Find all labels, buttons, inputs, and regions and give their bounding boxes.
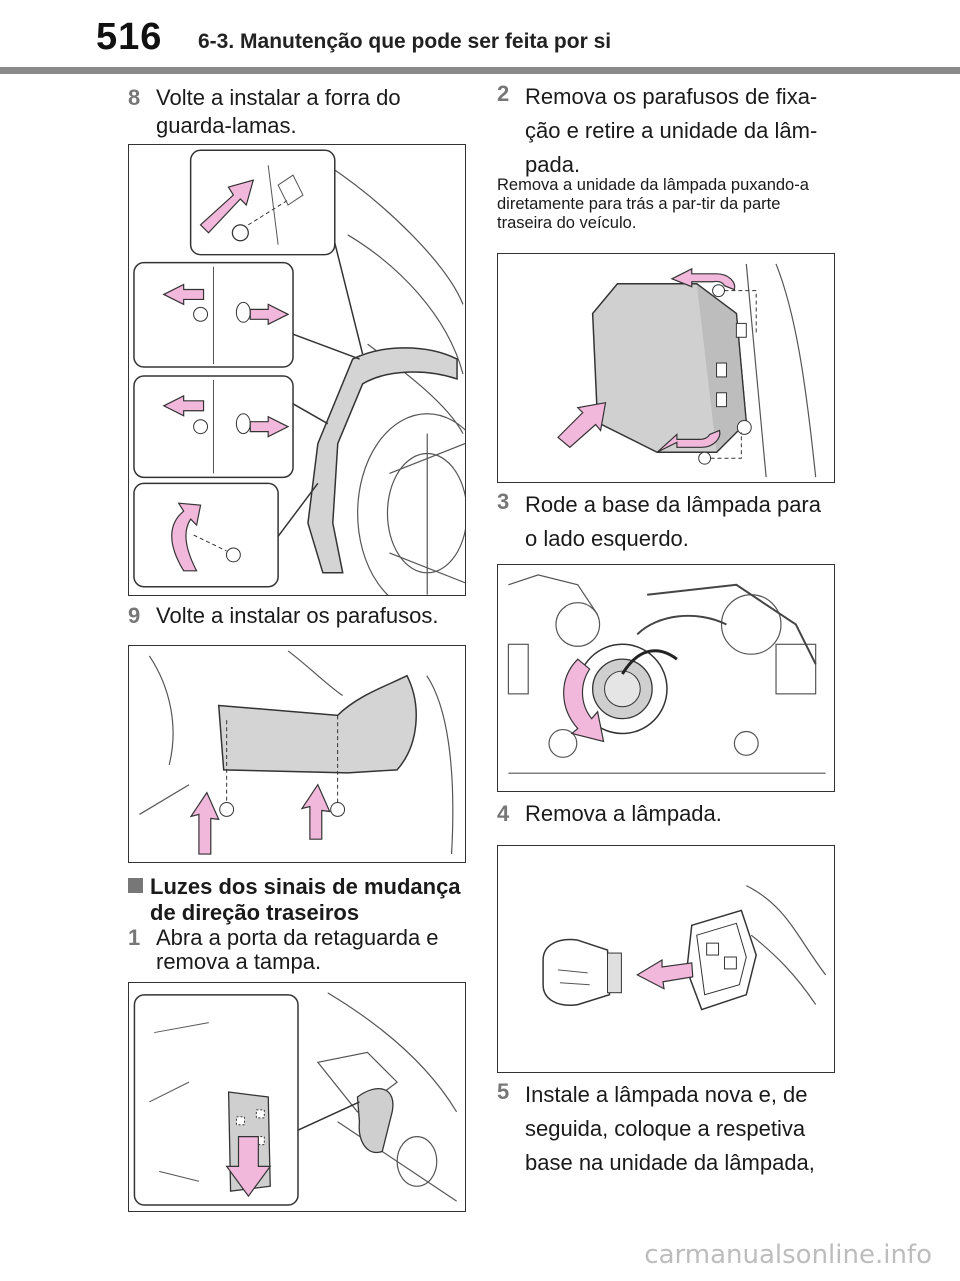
step-number: 3	[497, 489, 510, 514]
step-2: 2 Remova os parafusos de fixa-ção e reti…	[497, 80, 827, 182]
screws-illustration	[139, 650, 454, 855]
step-text: Rode a base da lâmpada para o lado esque…	[525, 492, 821, 551]
figure-remove-bulb	[497, 845, 835, 1073]
step-number: 8	[128, 85, 141, 110]
step-number: 9	[128, 603, 141, 628]
step-1: 1 Abra a porta da retaguarda e remova a …	[128, 926, 448, 974]
subheading-rear-turn-signals: Luzes dos sinais de mudança de direção t…	[128, 874, 468, 926]
bullet-square	[128, 878, 143, 893]
step-number: 5	[497, 1079, 510, 1104]
step-number: 4	[497, 801, 510, 826]
step-9: 9 Volte a instalar os parafusos.	[128, 602, 468, 630]
figure-fender-liner	[128, 144, 466, 596]
step-5: 5 Instale a lâmpada nova e, de seguida, …	[497, 1078, 837, 1180]
bulb-illustration	[542, 885, 827, 1011]
step-text: Volte a instalar os parafusos.	[156, 603, 439, 628]
figure-remove-lamp-unit	[497, 253, 835, 483]
figure-remove-cover	[128, 982, 466, 1212]
header-rule	[0, 67, 960, 74]
page-number: 516	[96, 16, 163, 58]
page-header: 516 6-3. Manutenção que pode ser feita p…	[0, 0, 960, 74]
step-text: Remova a lâmpada.	[525, 801, 722, 826]
step-text: Volte a instalar a forra do guarda-lamas…	[156, 85, 401, 138]
step-text: Instale a lâmpada nova e, de seguida, co…	[525, 1082, 815, 1175]
step-4: 4 Remova a lâmpada.	[497, 800, 827, 828]
cover-illustration	[133, 992, 458, 1206]
socket-illustration	[507, 574, 826, 774]
subheading-text: Luzes dos sinais de mudança de direção t…	[150, 874, 461, 925]
figure-reinstall-screws	[128, 645, 466, 863]
step-2-note: Remova a unidade da lâmpada puxando-a di…	[497, 176, 809, 232]
step-number: 1	[128, 925, 141, 950]
step-text: Remova os parafusos de fixa-ção e retire…	[525, 84, 818, 177]
section-title: 6-3. Manutenção que pode ser feita por s…	[198, 30, 612, 53]
fender-liner-illustration	[133, 149, 465, 595]
step-3: 3 Rode a base da lâmpada para o lado esq…	[497, 488, 837, 556]
step-text: Abra a porta da retaguarda e remova a ta…	[156, 925, 439, 974]
step-number: 2	[497, 81, 510, 106]
site-watermark: carmanualsonline.info	[644, 1240, 932, 1270]
figure-rotate-socket	[497, 564, 835, 792]
lamp-unit-illustration	[557, 263, 817, 478]
step-8: 8 Volte a instalar a forra do guarda-lam…	[128, 84, 448, 140]
